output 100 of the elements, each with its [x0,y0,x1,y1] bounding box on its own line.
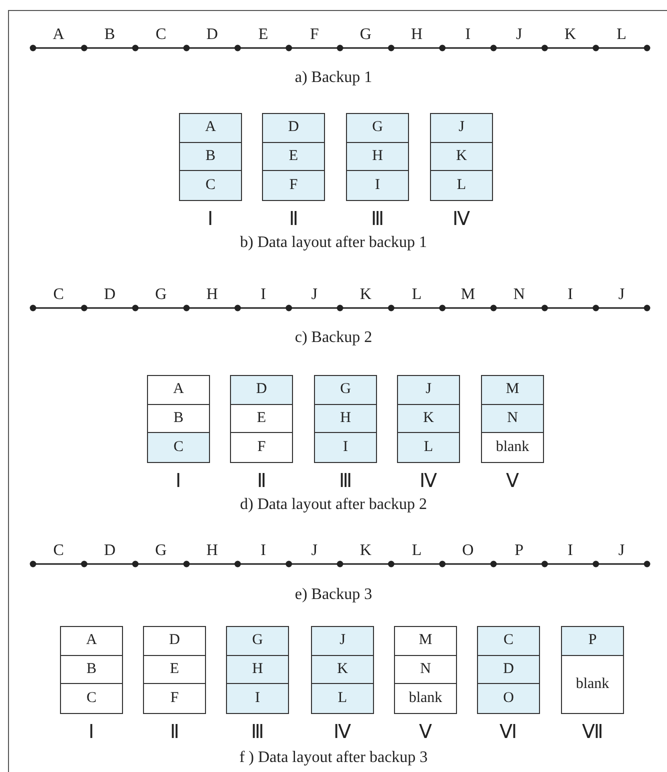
data-label: B [103,26,116,44]
data-block: I [315,433,376,462]
unit-number: Ⅴ [505,470,520,493]
unit-number: Ⅴ [418,720,433,744]
data-block: I [347,171,408,200]
storage-unit [346,113,409,201]
storage-unit [143,626,206,714]
data-block: E [263,142,324,172]
unit-number: Ⅶ [581,720,604,744]
data-block: A [180,114,241,143]
data-block: N [395,656,456,684]
data-block: K [312,656,373,684]
storage-unit [314,375,377,463]
data-block: C [478,627,539,656]
unit-number: Ⅲ [370,208,385,231]
data-label: H [205,286,219,304]
unit-number: Ⅲ [250,720,265,744]
unit-number: Ⅱ [169,720,180,744]
data-block: E [144,656,205,684]
data-label: I [566,542,574,560]
data-block: B [148,404,209,434]
data-label: L [616,26,628,44]
data-block: J [398,376,459,405]
data-label: J [617,286,626,304]
unit-number: Ⅳ [452,208,472,231]
storage-unit [147,375,210,463]
data-block: G [347,114,408,143]
data-block: L [398,433,459,462]
data-block: D [263,114,324,143]
data-label: G [154,286,168,304]
figure-caption: e) Backup 3 [294,586,374,604]
storage-unit [394,626,457,714]
data-block: H [315,404,376,434]
data-label: D [205,26,219,44]
storage-unit [477,626,540,714]
data-label: J [310,286,319,304]
data-label: J [310,542,319,560]
data-block: L [431,171,492,200]
data-block: B [61,656,122,684]
figure-caption: d) Data layout after backup 2 [238,496,428,514]
data-block: E [231,404,292,434]
data-label: L [410,286,423,304]
data-block: B [180,142,241,172]
figure-caption: b) Data layout after backup 1 [238,234,428,252]
data-block: M [482,376,543,405]
data-block: D [478,656,539,684]
data-label: H [410,26,424,44]
data-label: H [205,542,219,560]
unit-number: Ⅳ [418,470,438,493]
data-label: L [410,542,423,560]
data-label: K [564,26,578,44]
data-block: I [227,684,288,713]
data-label: A [52,26,66,44]
data-label: I [260,542,267,560]
storage-unit [230,375,293,463]
data-label: K [358,286,372,304]
unit-number: Ⅱ [256,470,267,493]
data-block: H [227,656,288,684]
data-block: K [398,404,459,434]
data-block: L [312,684,373,713]
storage-unit [430,113,493,201]
storage-unit [262,113,325,201]
data-label: I [260,286,267,304]
unit-number: Ⅰ [88,720,96,744]
data-block: D [231,376,292,405]
data-block: G [315,376,376,405]
unit-number: Ⅵ [498,720,518,744]
storage-unit [561,626,624,714]
figure-caption: a) Backup 1 [294,69,374,87]
data-label: C [52,286,65,304]
data-label: N [512,286,526,304]
figure-caption: f ) Data layout after backup 3 [238,749,429,767]
data-block: N [482,404,543,434]
data-block: C [148,433,209,462]
storage-unit [60,626,123,714]
data-label: F [308,26,320,44]
data-block: O [478,684,539,713]
storage-unit [481,375,544,463]
data-label: I [566,286,574,304]
unit-number: Ⅳ [332,720,352,744]
data-label: D [102,542,117,560]
data-block: F [263,171,324,200]
storage-unit [179,113,242,201]
data-label: K [358,542,372,560]
unit-number: Ⅰ [206,208,214,231]
data-block: P [562,627,623,656]
data-label: P [514,542,525,560]
data-label: E [257,26,270,44]
data-block: J [312,627,373,656]
data-label: D [102,286,117,304]
data-label: I [464,26,472,44]
data-block: J [431,114,492,143]
figure-caption: c) Backup 2 [294,329,374,347]
data-label: C [52,542,65,560]
data-block: G [227,627,288,656]
data-label: O [461,542,475,560]
storage-unit [226,626,289,714]
data-label: G [358,26,372,44]
data-label: J [514,26,524,44]
data-label: G [154,542,168,560]
